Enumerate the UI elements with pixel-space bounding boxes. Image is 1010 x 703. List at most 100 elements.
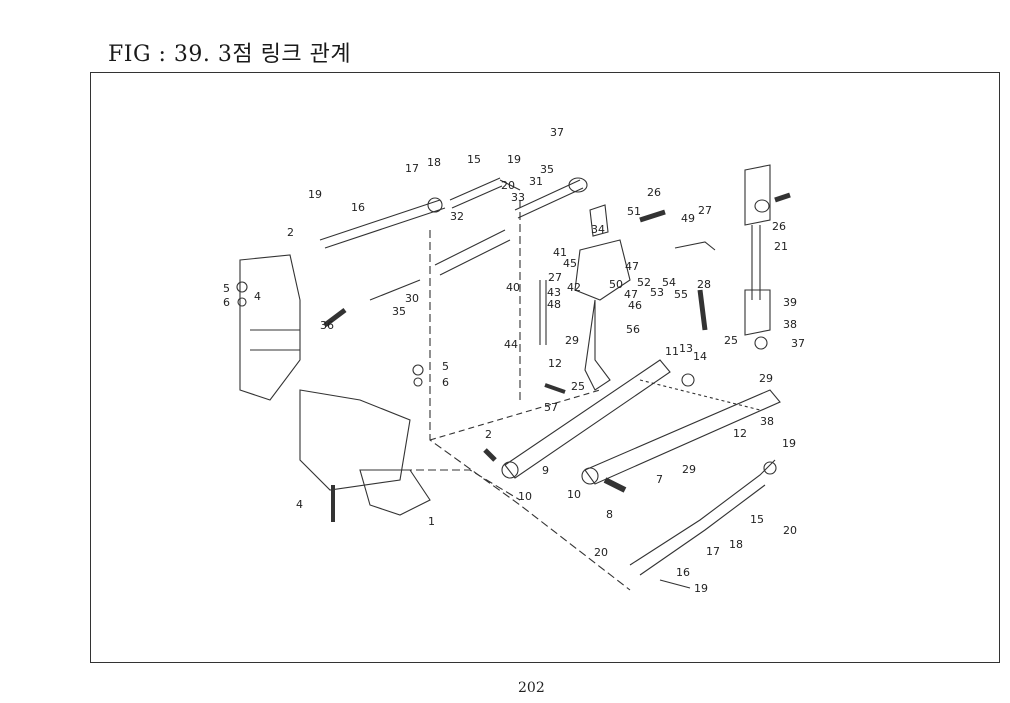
part-39-38-yoke: [744, 289, 771, 336]
callout-label: 48: [547, 298, 561, 311]
callout-label: 9: [542, 464, 549, 477]
callout-label: 18: [729, 538, 743, 551]
left-bracket: [239, 254, 301, 401]
callout-label: 16: [676, 566, 690, 579]
callout-label: 33: [511, 191, 525, 204]
part-18-nut: [427, 197, 443, 213]
part-57-lower-link-left: [504, 359, 671, 479]
callout-label: 51: [627, 205, 641, 218]
part-21-top: [744, 164, 771, 226]
callout-label: 35: [540, 163, 554, 176]
callout-label: 10: [567, 488, 581, 501]
callout-label: 37: [550, 126, 564, 139]
left-housing: [299, 389, 411, 491]
callout-label: 2: [287, 226, 294, 239]
callout-label: 19: [308, 188, 322, 201]
callout-label: 27: [548, 271, 562, 284]
callout-label: 4: [296, 498, 303, 511]
callout-label: 34: [591, 223, 605, 236]
part-31-end: [568, 177, 588, 193]
callout-label: 6: [442, 376, 449, 389]
callout-label: 56: [626, 323, 640, 336]
lower-link-left-end: [501, 461, 519, 479]
callout-label: 25: [571, 380, 585, 393]
callout-label: 18: [427, 156, 441, 169]
callout-label: 7: [656, 473, 663, 486]
callout-label: 40: [506, 281, 520, 294]
frame-centerline: [429, 230, 631, 591]
callout-label: 17: [706, 545, 720, 558]
part-41-lever: [574, 239, 631, 301]
diagram-drawing: [236, 164, 791, 591]
callout-label: 50: [609, 278, 623, 291]
part-1-bracket: [359, 469, 431, 516]
callout-label: 38: [783, 318, 797, 331]
part-56-arm: [584, 299, 611, 391]
callout-labels: 37 35 17 18 15 19 20 31 33 26 19 16 32 3…: [223, 126, 805, 595]
part-34-pin: [589, 204, 609, 237]
callout-label: 38: [760, 415, 774, 428]
callout-label: 39: [783, 296, 797, 309]
callout-label: 49: [681, 212, 695, 225]
callout-label: 37: [791, 337, 805, 350]
figure-title: FIG : 39. 3점 링크 관계: [108, 42, 352, 67]
callout-label: 42: [567, 281, 581, 294]
callout-label: 5: [442, 360, 449, 373]
callout-label: 29: [682, 463, 696, 476]
callout-label: 12: [733, 427, 747, 440]
callout-label: 54: [662, 276, 676, 289]
diagram-frame: [90, 72, 1000, 663]
callout-label: 20: [501, 179, 515, 192]
callout-label: 35: [392, 305, 406, 318]
callout-label: 27: [698, 204, 712, 217]
callout-label: 36: [320, 319, 334, 332]
part-12-pin: [544, 383, 566, 394]
callout-label: 41: [553, 246, 567, 259]
callout-label: 12: [548, 357, 562, 370]
part-7-lower-link-right: [584, 389, 781, 485]
callout-label: 30: [405, 292, 419, 305]
callout-label: 6: [223, 296, 230, 309]
part-2-pin: [483, 448, 497, 462]
part-13-nut: [681, 373, 695, 387]
callout-label: 15: [467, 153, 481, 166]
callout-label: 19: [782, 437, 796, 450]
callout-label: 4: [254, 290, 261, 303]
part-21-rod: [751, 225, 761, 300]
top-link-rod-16: [319, 199, 446, 249]
callout-label: 19: [694, 582, 708, 595]
part-15-lower-chain: [629, 459, 776, 566]
callout-label: 26: [772, 220, 786, 233]
part-40-rod: [539, 280, 547, 345]
page-number: 202: [518, 680, 545, 696]
part-36-pin: [323, 308, 347, 327]
callout-label: 19: [507, 153, 521, 166]
callout-label: 11: [665, 345, 679, 358]
callout-label: 47: [624, 288, 638, 301]
callout-label: 21: [774, 240, 788, 253]
callout-label: 57: [544, 401, 558, 414]
part-15-turnbuckle: [449, 177, 503, 209]
callout-label: 55: [674, 288, 688, 301]
callout-label: 17: [405, 162, 419, 175]
callout-label: 8: [606, 508, 613, 521]
callout-label: 5: [223, 282, 230, 295]
part-25-washer: [754, 336, 768, 350]
callout-label: 10: [518, 490, 532, 503]
part-51-pin: [639, 209, 666, 223]
part-11-chain: [639, 379, 761, 411]
callout-label: 52: [637, 276, 651, 289]
part-49-handle: [674, 241, 716, 251]
callout-label: 32: [450, 210, 464, 223]
callout-label: 20: [783, 524, 797, 537]
callout-label: 43: [547, 286, 561, 299]
callout-label: 15: [750, 513, 764, 526]
callout-label: 29: [759, 372, 773, 385]
callout-label: 47: [625, 260, 639, 273]
callout-label: 28: [697, 278, 711, 291]
callout-label: 16: [351, 201, 365, 214]
callout-label: 46: [628, 299, 642, 312]
callout-label: 31: [529, 175, 543, 188]
callout-label: 1: [428, 515, 435, 528]
